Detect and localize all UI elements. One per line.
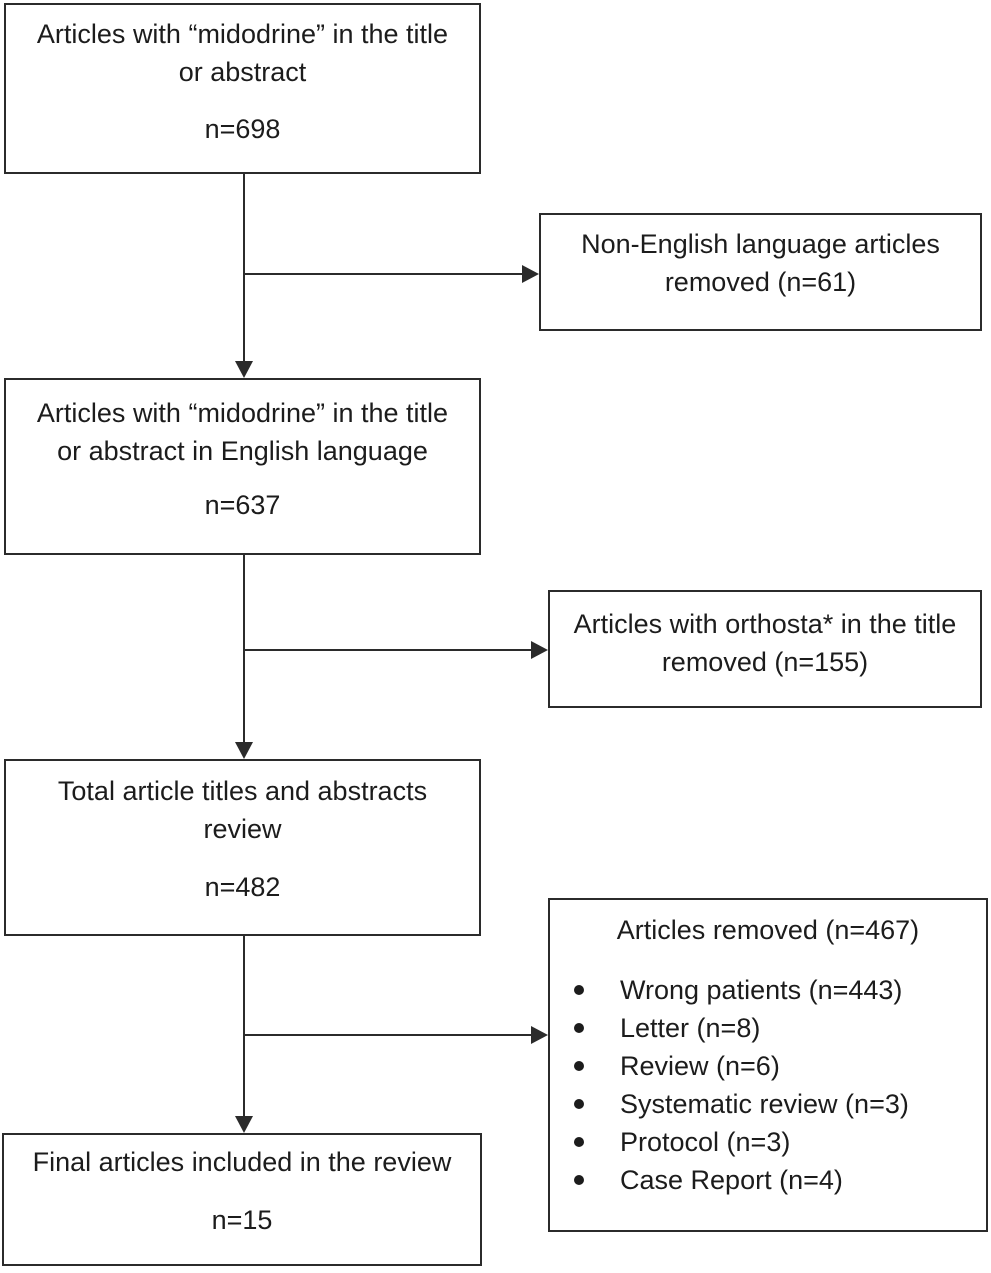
- arrow-right-3: [244, 1026, 548, 1044]
- bullet-icon: [574, 1061, 584, 1071]
- removed-box-title: Articles removed (n=467): [616, 915, 920, 945]
- arrow-right-1: [244, 265, 539, 283]
- list-item-label: Case Report (n=4): [620, 1165, 843, 1195]
- flow-box-line: removed (n=155): [661, 647, 869, 677]
- flow-box-line: Final articles included in the review: [32, 1147, 452, 1177]
- list-item: Review (n=6): [550, 1047, 986, 1085]
- flow-box-line: Non-English language articles: [581, 229, 940, 259]
- flow-box-line: or abstract: [178, 57, 307, 87]
- bullet-icon: [574, 1137, 584, 1147]
- flow-box-count: n=15: [211, 1205, 273, 1235]
- arrow-down-3: [235, 936, 253, 1133]
- flow-box-final-included: Final articles included in the review n=…: [2, 1133, 482, 1266]
- flow-box-count: n=637: [204, 490, 281, 520]
- flow-box-line: Articles with “midodrine” in the title: [36, 398, 449, 428]
- arrow-down-2: [235, 555, 253, 759]
- flow-box-line: review: [203, 814, 282, 844]
- flow-box-line: Total article titles and abstracts: [57, 776, 428, 806]
- bullet-icon: [574, 1023, 584, 1033]
- bullet-icon: [574, 1099, 584, 1109]
- list-item: Systematic review (n=3): [550, 1085, 986, 1123]
- list-item-label: Systematic review (n=3): [620, 1089, 909, 1119]
- flow-box-abstract-review: Total article titles and abstracts revie…: [4, 759, 481, 936]
- flow-box-line: Articles with “midodrine” in the title: [36, 19, 449, 49]
- list-item-label: Letter (n=8): [620, 1013, 761, 1043]
- flow-box-initial-search: Articles with “midodrine” in the title o…: [4, 3, 481, 174]
- flow-box-line: removed (n=61): [664, 267, 857, 297]
- bullet-icon: [574, 985, 584, 995]
- flow-box-articles-removed: Articles removed (n=467) Wrong patients …: [548, 898, 988, 1232]
- list-item: Letter (n=8): [550, 1009, 986, 1047]
- list-item: Protocol (n=3): [550, 1123, 986, 1161]
- list-item: Case Report (n=4): [550, 1161, 986, 1199]
- bullet-icon: [574, 1175, 584, 1185]
- flow-box-line: Articles with orthosta* in the title: [573, 609, 957, 639]
- flow-box-line: or abstract in English language: [57, 436, 428, 466]
- removed-reasons-list: Wrong patients (n=443) Letter (n=8) Revi…: [550, 971, 986, 1199]
- list-item-label: Protocol (n=3): [620, 1127, 791, 1157]
- flow-box-non-english-removed: Non-English language articles removed (n…: [539, 213, 982, 331]
- flow-box-orthosta-removed: Articles with orthosta* in the title rem…: [548, 590, 982, 708]
- list-item-label: Review (n=6): [620, 1051, 780, 1081]
- arrow-right-2: [244, 641, 548, 659]
- list-item-label: Wrong patients (n=443): [620, 975, 903, 1005]
- list-item: Wrong patients (n=443): [550, 971, 986, 1009]
- arrow-down-1: [235, 174, 253, 378]
- flow-box-count: n=482: [204, 872, 281, 902]
- flow-box-english-language: Articles with “midodrine” in the title o…: [4, 378, 481, 555]
- flow-box-count: n=698: [204, 114, 281, 144]
